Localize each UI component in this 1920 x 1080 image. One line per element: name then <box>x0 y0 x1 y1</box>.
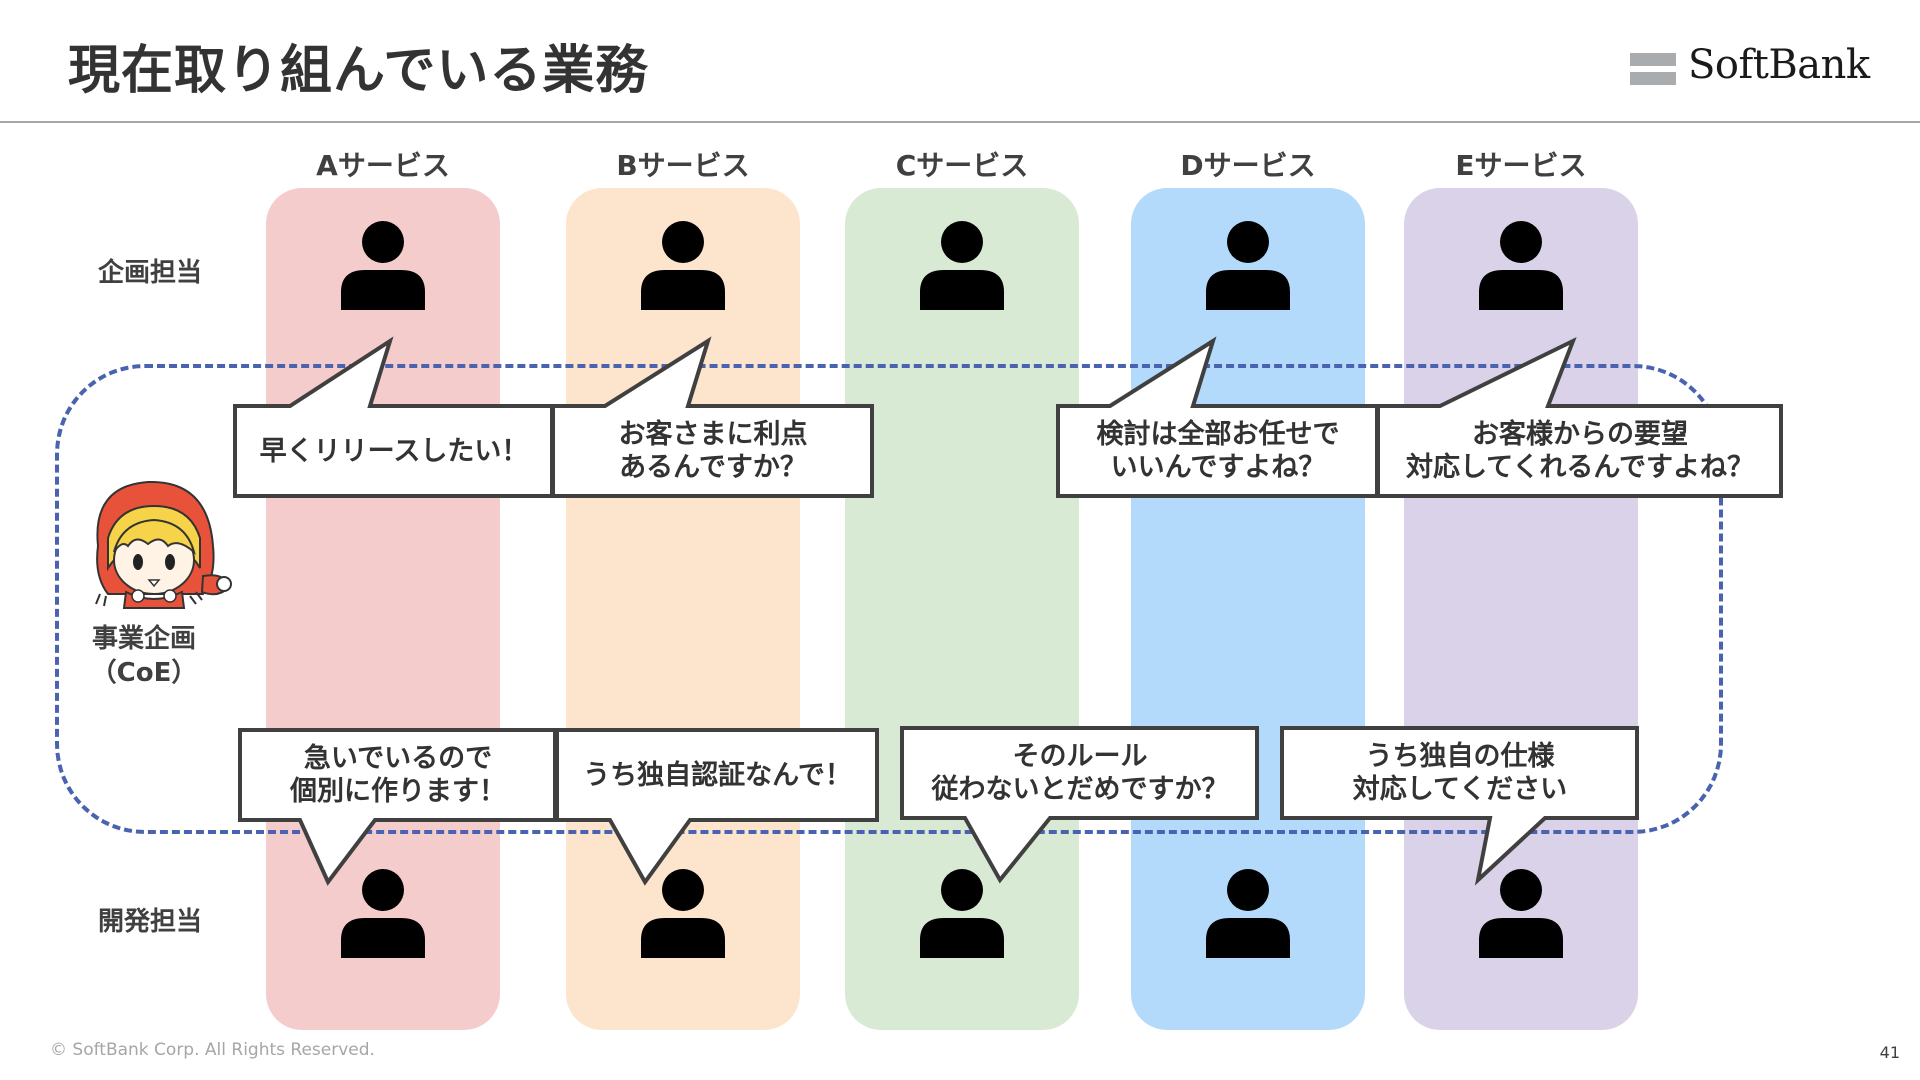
person-icon <box>341 869 425 958</box>
person-icon <box>341 221 425 310</box>
planning-comment-b: お客さまに利点 あるんですか？ <box>618 419 808 483</box>
speech-bubble-planning-a <box>233 336 554 498</box>
person-icon <box>641 869 725 958</box>
logo-bar-icon <box>1630 72 1676 85</box>
person-icon <box>1206 869 1290 958</box>
speech-bubble-planning-e <box>1376 336 1783 498</box>
service-header-d: Dサービス <box>1180 149 1316 182</box>
service-header-b: Bサービス <box>616 149 750 182</box>
dev-comment-a: 急いでいるので 個別に作ります！ <box>290 743 506 807</box>
speech-bubble-dev-e <box>1280 726 1639 886</box>
service-header-e: Eサービス <box>1455 149 1587 182</box>
person-icon <box>920 869 1004 958</box>
header-divider <box>0 121 1920 123</box>
person-icon <box>920 221 1004 310</box>
speech-bubble-dev-b <box>555 728 879 886</box>
copyright: © SoftBank Corp. All Rights Reserved. <box>50 1040 375 1060</box>
page-number: 41 <box>1879 1043 1900 1062</box>
coe-label-line1: 事業企画 <box>91 624 196 654</box>
person-icon <box>1206 221 1290 310</box>
dev-comment-c: そのルール 従わないとだめですか？ <box>931 741 1229 805</box>
coe-boundary <box>55 364 1723 834</box>
row-label-development: 開発担当 <box>97 907 202 937</box>
planning-comment-e: お客様からの要望 対応してくれるんですよね？ <box>1405 419 1755 483</box>
coe-label: 事業企画 （CoE） <box>70 622 218 690</box>
person-icon <box>641 221 725 310</box>
person-icon <box>1479 869 1563 958</box>
speech-bubble-dev-c <box>900 726 1259 884</box>
person-icon <box>1479 221 1563 310</box>
speech-bubble-planning-d <box>1056 336 1379 498</box>
softbank-logo: SoftBank <box>1630 42 1870 94</box>
planning-comment-a: 早くリリースしたい！ <box>259 435 529 467</box>
coe-label-line2: （CoE） <box>90 658 198 688</box>
service-header-a: Aサービス <box>316 149 450 182</box>
speech-bubble-planning-b <box>551 336 874 498</box>
logo-text: SoftBank <box>1688 42 1870 88</box>
row-label-planning: 企画担当 <box>97 258 202 288</box>
slide-title: 現在取り組んでいる業務 <box>68 41 649 101</box>
logo-bar-icon <box>1630 53 1676 66</box>
dev-comment-e: うち独自の仕様 対応してください <box>1352 741 1568 805</box>
service-header-c: Cサービス <box>895 149 1029 182</box>
planning-comment-d: 検討は全部お任せで いいんですよね？ <box>1096 419 1340 483</box>
mascot-character-icon <box>95 480 232 609</box>
dev-comment-b: うち独自認証なんで！ <box>583 759 852 791</box>
